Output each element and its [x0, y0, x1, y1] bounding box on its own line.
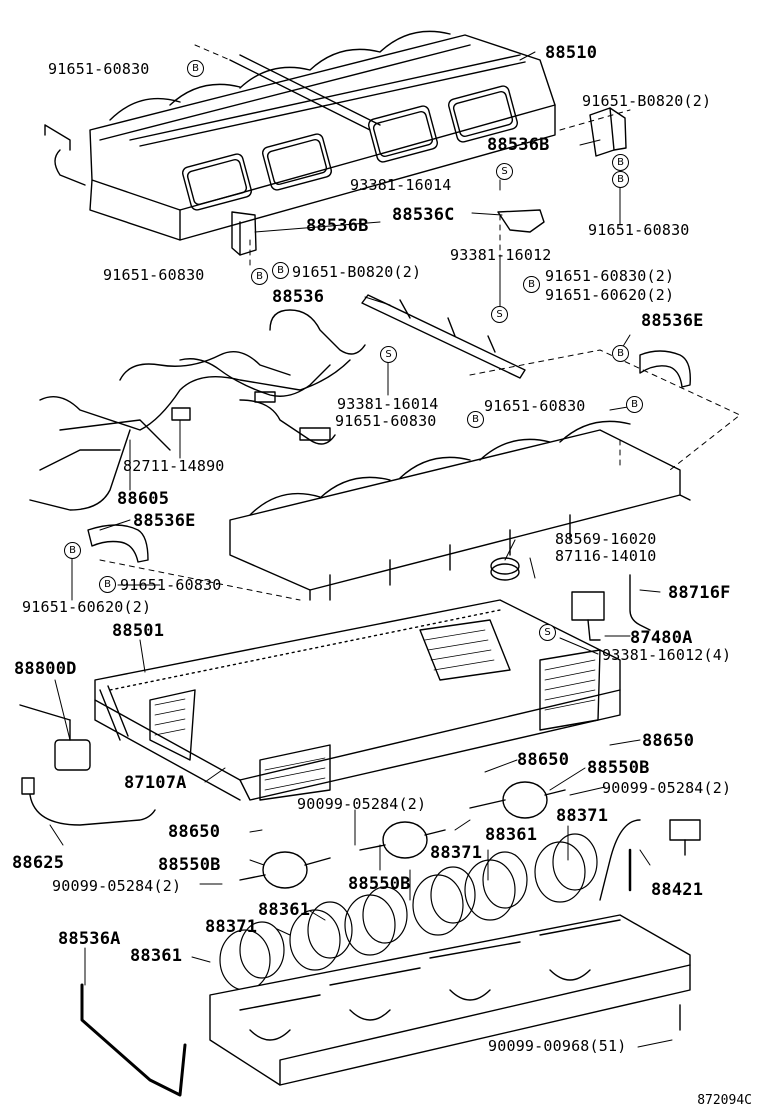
pipe-88536A	[80, 983, 187, 1097]
upper-blower-housing-88510	[44, 30, 556, 241]
label-88536C: 88536C	[392, 205, 455, 225]
label-91651-60830: 91651-60830	[484, 397, 586, 415]
label-88800D: 88800D	[14, 659, 77, 679]
wire-harness-88605	[29, 309, 366, 511]
label-91651-60830: 91651-60830	[48, 60, 150, 78]
blower-fans	[219, 833, 598, 991]
label-91651-60830: 91651-60830	[120, 576, 222, 594]
duct-housing	[229, 420, 691, 601]
label-88536E: 88536E	[641, 311, 704, 331]
bolt-mark: B	[467, 411, 484, 428]
label-88536: 88536	[272, 287, 325, 307]
bolt-mark: B	[626, 396, 643, 413]
label-88371: 88371	[430, 843, 483, 863]
label-88510: 88510	[545, 43, 598, 63]
bracket-88536B-left	[231, 211, 257, 256]
figure-code: 872094C	[697, 1093, 752, 1108]
pipe-88716F	[629, 574, 651, 631]
label-90099-00968-51: 90099-00968(51)	[488, 1037, 627, 1055]
bolt-mark: B	[612, 171, 629, 188]
bolt-mark: B	[612, 345, 629, 362]
label-91651-60620-2: 91651-60620(2)	[22, 598, 152, 616]
bolt-mark: B	[523, 276, 540, 293]
bolt-mark: B	[272, 262, 289, 279]
label-90099-05284-2: 90099-05284(2)	[602, 779, 732, 797]
label-88650: 88650	[642, 731, 695, 751]
label-88371: 88371	[205, 917, 258, 937]
bracket-88536C	[497, 209, 545, 233]
label-88650: 88650	[168, 822, 221, 842]
lower-case	[209, 914, 691, 1086]
label-93381-16014: 93381-16014	[337, 395, 439, 413]
sensor-88625	[21, 777, 156, 826]
screw-mark: S	[491, 306, 508, 323]
label-91651-60620-2: 91651-60620(2)	[545, 286, 675, 304]
label-88371: 88371	[556, 806, 609, 826]
blower-motor-88550B-left	[239, 851, 331, 889]
label-88569-16020: 88569-16020	[555, 530, 657, 548]
label-93381-16012: 93381-16012	[450, 246, 552, 264]
label-90099-05284-2: 90099-05284(2)	[297, 795, 427, 813]
label-87480A: 87480A	[630, 628, 693, 648]
blower-motor-88550B-right	[469, 781, 566, 819]
label-88650: 88650	[517, 750, 570, 770]
bolt-mark: B	[612, 154, 629, 171]
label-88550B: 88550B	[348, 874, 411, 894]
relay-87480A	[571, 591, 605, 641]
blower-motor-88550B-middle	[359, 821, 446, 859]
label-88625: 88625	[12, 853, 65, 873]
label-93381-16014: 93381-16014	[350, 176, 452, 194]
label-88605: 88605	[117, 489, 170, 509]
bracket-88536E-left	[87, 524, 149, 563]
label-91651-B0820-2: 91651-B0820(2)	[292, 263, 422, 281]
label-88536B: 88536B	[306, 216, 369, 236]
label-88421: 88421	[651, 880, 704, 900]
label-87107A: 87107A	[124, 773, 187, 793]
bracket-88536E-right	[639, 350, 691, 388]
label-91651-60830-2: 91651-60830(2)	[545, 267, 675, 285]
screw-mark: S	[496, 163, 513, 180]
thermistor-88800D	[19, 704, 91, 771]
leader-lines	[49, 51, 673, 1048]
label-90099-05284-2: 90099-05284(2)	[52, 877, 182, 895]
label-88361: 88361	[258, 900, 311, 920]
bolt-mark: B	[99, 576, 116, 593]
label-91651-B0820-2: 91651-B0820(2)	[582, 92, 712, 110]
screw-mark: S	[539, 624, 556, 641]
label-88550B: 88550B	[587, 758, 650, 778]
label-88550B: 88550B	[158, 855, 221, 875]
bracket-88536	[361, 294, 526, 379]
clamp-88569-16020	[490, 557, 520, 581]
label-82711-14890: 82711-14890	[123, 457, 225, 475]
label-93381-16012-4: 93381-16012(4)	[602, 646, 732, 664]
label-91651-60830: 91651-60830	[103, 266, 205, 284]
label-88536E: 88536E	[133, 511, 196, 531]
bolt-mark: B	[64, 542, 81, 559]
evaporator-core-88501	[94, 599, 621, 801]
label-88716F: 88716F	[668, 583, 731, 603]
label-88501: 88501	[112, 621, 165, 641]
label-91651-60830: 91651-60830	[335, 412, 437, 430]
label-88536B: 88536B	[487, 135, 550, 155]
bracket-88536B-right	[589, 107, 627, 157]
label-88361: 88361	[130, 946, 183, 966]
label-91651-60830: 91651-60830	[588, 221, 690, 239]
label-88361: 88361	[485, 825, 538, 845]
expansion-valve-88421	[599, 819, 701, 901]
bolt-mark: B	[187, 60, 204, 77]
bolt-mark: B	[251, 268, 268, 285]
label-87116-14010: 87116-14010	[555, 547, 657, 565]
label-88536A: 88536A	[58, 929, 121, 949]
screw-mark: S	[380, 346, 397, 363]
